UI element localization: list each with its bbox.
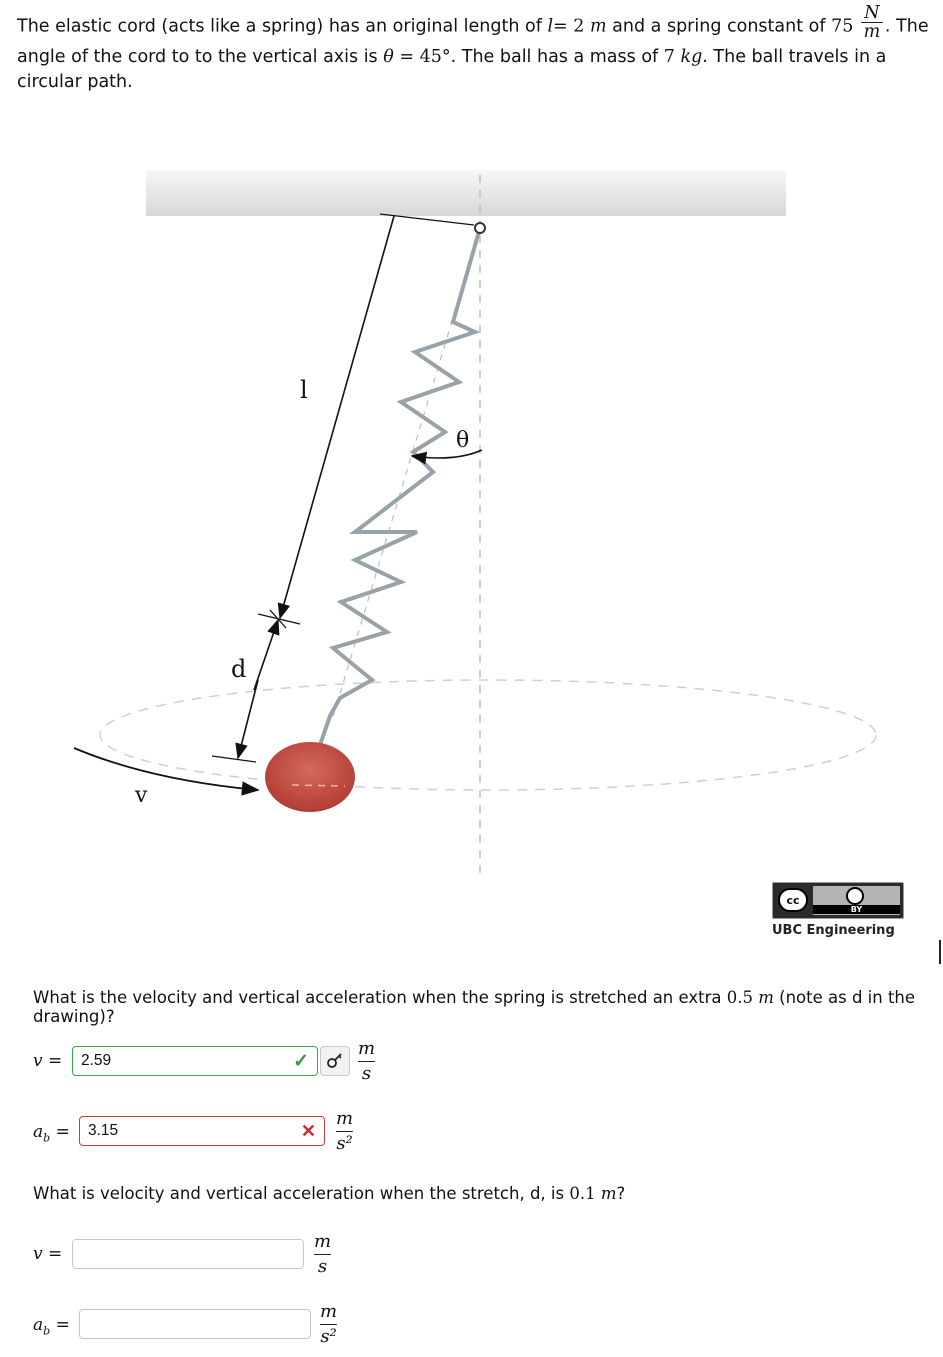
- angle-arc: [410, 449, 483, 465]
- q2-v-unit-den: s: [317, 1256, 328, 1277]
- spring: [317, 227, 482, 749]
- question-1-value: 0.5: [726, 988, 753, 1007]
- q1-v-label: v =: [33, 1051, 63, 1071]
- q1-acceleration-input[interactable]: 3.15 ✕: [79, 1116, 325, 1146]
- l-value: 2: [573, 16, 585, 37]
- q2-a-unit-num: m: [320, 1301, 338, 1322]
- problem-text-4: . The ball has a mass of: [450, 47, 664, 67]
- velocity-arrow: [73, 747, 260, 796]
- pendulum-diagram: l θ d v: [73, 170, 877, 880]
- question-2-value: 0.1: [569, 1184, 596, 1203]
- q1-a-subscript: b: [43, 1131, 51, 1145]
- q1-a-unit-den: s²: [336, 1133, 353, 1154]
- q2-a-symbol: a: [33, 1315, 44, 1335]
- q2-velocity-input[interactable]: [72, 1239, 304, 1269]
- question-2-text: What is velocity and vertical accelerati…: [33, 1184, 933, 1203]
- question-2-text-before: What is velocity and vertical accelerati…: [33, 1184, 570, 1203]
- length-tick: [257, 613, 301, 625]
- question-1-text-before: What is the velocity and vertical accele…: [33, 988, 727, 1007]
- license-badge: cc BY UBC Engineering: [772, 882, 904, 938]
- circular-path: [99, 679, 877, 791]
- q1-acceleration-unit: m s²: [336, 1108, 354, 1154]
- problem-text-2: and a spring constant of: [606, 16, 832, 37]
- q1-velocity-input[interactable]: 2.59 ✓: [72, 1046, 318, 1076]
- q2-v-symbol: v: [33, 1244, 43, 1264]
- q1-a-symbol: a: [33, 1122, 44, 1142]
- m-value: 7: [663, 47, 675, 67]
- k-unit-num: N: [864, 3, 880, 23]
- q2-a-subscript: b: [43, 1324, 51, 1338]
- license-caption: UBC Engineering: [772, 923, 895, 938]
- cross-icon: ✕: [300, 1120, 316, 1141]
- by-area: BY: [813, 886, 900, 915]
- show-answer-key-button[interactable]: [320, 1046, 350, 1076]
- label-l: l: [300, 376, 308, 404]
- q2-v-label: v =: [33, 1244, 63, 1264]
- question-1-unit: m: [758, 988, 774, 1007]
- l-equals: =: [553, 16, 574, 37]
- problem-statement: The elastic cord (acts like a spring) ha…: [17, 4, 932, 95]
- problem-text-3: . The angle of the cord to to the vertic…: [17, 16, 929, 68]
- length-reference-line: [379, 213, 475, 226]
- m-unit: kg: [680, 47, 703, 67]
- q1-velocity-unit: m s: [358, 1038, 376, 1084]
- length-tick-2: [269, 609, 287, 629]
- q1-a-label: ab =: [33, 1122, 70, 1145]
- question-2-unit: m: [600, 1184, 617, 1203]
- check-icon: ✓: [293, 1050, 309, 1072]
- q2-v-unit-num: m: [314, 1231, 332, 1252]
- edge-marker: [939, 940, 941, 964]
- key-icon: [327, 1053, 342, 1068]
- l-unit: m: [590, 16, 607, 37]
- ball: [265, 742, 355, 812]
- stretch-dimension-line: [253, 618, 280, 691]
- attribution-icon: [846, 887, 864, 905]
- k-unit-fraction: N m: [860, 3, 883, 42]
- stretch-tick: [211, 755, 257, 763]
- problem-text-1: The elastic cord (acts like a spring) ha…: [17, 16, 548, 37]
- problem-text-5: . The ball travels in a circular path.: [17, 47, 887, 92]
- cc-icon: cc: [778, 888, 808, 912]
- question-1-text-after: (note as d in the drawing)?: [33, 988, 916, 1026]
- k-unit-den: m: [863, 22, 881, 42]
- by-label: BY: [813, 905, 900, 914]
- ceiling: [146, 170, 786, 216]
- ball-dash: [291, 784, 346, 787]
- theta-value: 45°: [419, 47, 451, 67]
- q2-a-label: ab =: [33, 1315, 70, 1338]
- theta-symbol: θ: [383, 47, 394, 67]
- label-v: v: [134, 783, 148, 808]
- q2-velocity-unit: m s: [314, 1231, 332, 1277]
- question-1-text: What is the velocity and vertical accele…: [33, 988, 933, 1026]
- q1-velocity-value: 2.59: [81, 1052, 112, 1069]
- question-2-text-after: ?: [616, 1184, 626, 1203]
- length-dimension-line: [277, 215, 395, 620]
- q2-a-unit-den: s²: [320, 1326, 337, 1347]
- q2-acceleration-unit: m s²: [320, 1301, 338, 1347]
- k-value: 75: [831, 16, 854, 37]
- theta-equals: =: [393, 47, 420, 67]
- q1-acceleration-value: 3.15: [88, 1122, 119, 1139]
- l-symbol: l: [547, 16, 554, 37]
- label-d: d: [231, 655, 246, 683]
- q1-v-unit-den: s: [361, 1063, 372, 1084]
- label-theta: θ: [456, 428, 469, 453]
- q1-v-symbol: v: [33, 1051, 43, 1071]
- stretch-dimension-line-2: [235, 679, 259, 760]
- q2-acceleration-input[interactable]: [79, 1309, 311, 1339]
- q1-a-unit-num: m: [336, 1108, 354, 1129]
- cc-by-badge: cc BY: [772, 882, 904, 919]
- pivot: [474, 222, 486, 234]
- q1-v-unit-num: m: [358, 1038, 376, 1059]
